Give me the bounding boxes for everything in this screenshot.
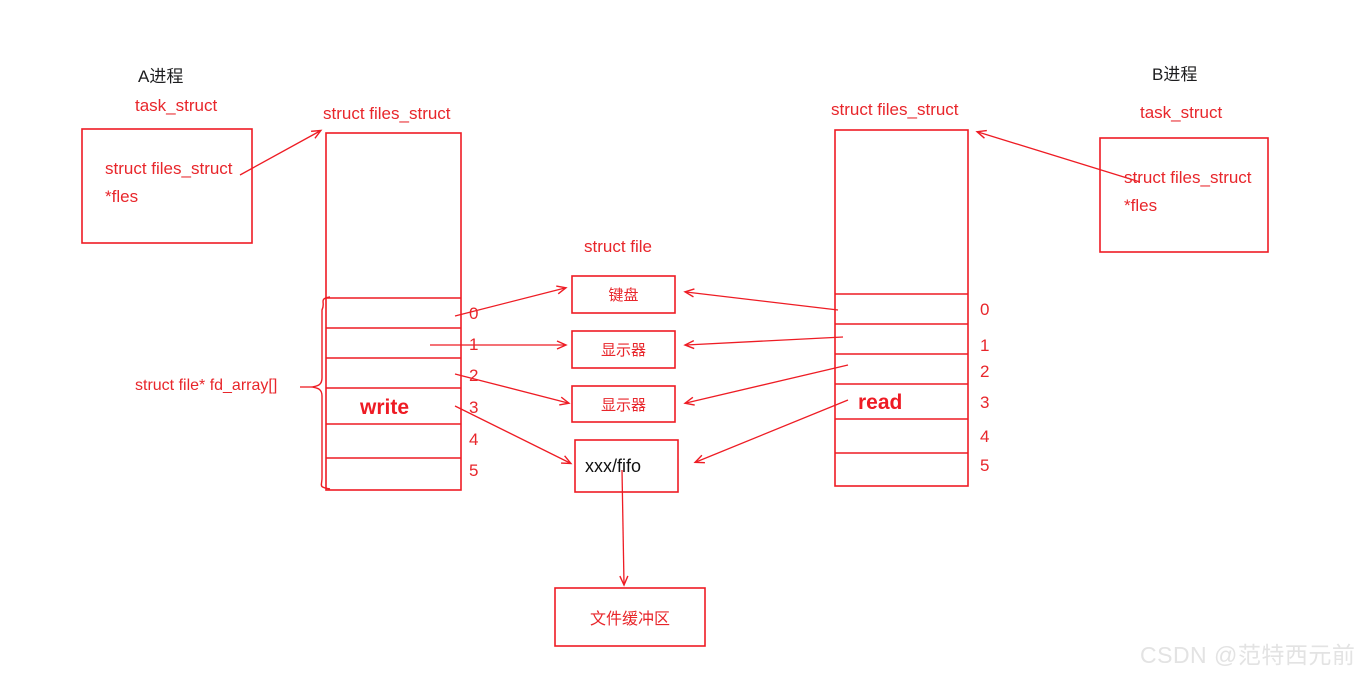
struct-file-label: struct file	[584, 237, 653, 256]
arrow-right-fd1-to-display1	[683, 336, 844, 350]
left-fd-index-4: 4	[469, 430, 479, 449]
right-fd-index-4: 4	[980, 427, 990, 446]
right-fd-index-1: 1	[980, 336, 990, 355]
arrow-right-fd3-to-fifo	[693, 399, 849, 464]
right-task-struct-box	[1099, 137, 1269, 253]
right-fd-index-3: 3	[980, 393, 990, 412]
arrow-right-fd2-to-display2	[683, 364, 849, 406]
file-label-fifo: xxx/fifo	[585, 455, 642, 476]
left-fd-index-0: 0	[469, 304, 479, 323]
right-task-struct-line2: *fles	[1124, 196, 1158, 215]
left-fd-index-3: 3	[469, 398, 479, 417]
left-task-struct-box	[81, 128, 253, 244]
left-fd-index-2: 2	[469, 366, 479, 385]
file-buffer-label: 文件缓冲区	[589, 611, 670, 628]
file-label-display-1: 显示器	[600, 342, 646, 359]
right-fd-index-5: 5	[980, 456, 990, 475]
right-task-struct-label: task_struct	[1140, 103, 1223, 122]
right-files-struct-box	[834, 129, 969, 487]
left-op-label-write: write	[360, 396, 410, 419]
left-fd-index-5: 5	[469, 461, 479, 480]
arrow-left-taskstruct-to-filesstruct	[239, 129, 323, 176]
left-files-struct-label: struct files_struct	[323, 104, 451, 123]
right-fd-index-0: 0	[980, 300, 990, 319]
right-process-title: B进程	[1152, 65, 1198, 84]
left-fd-index-1: 1	[469, 335, 479, 354]
right-op-label-read: read	[858, 391, 903, 414]
arrow-right-fd0-to-keyboard	[683, 288, 839, 311]
file-label-display-2: 显示器	[600, 396, 646, 414]
right-files-struct-label: struct files_struct	[831, 100, 959, 119]
csdn-watermark: CSDN @范特西元前	[1140, 642, 1356, 668]
file-label-keyboard: 键盘	[608, 287, 639, 304]
left-fd-array-brace	[311, 296, 331, 490]
right-fd-index-2: 2	[980, 362, 990, 381]
left-task-struct-label: task_struct	[135, 96, 218, 115]
left-task-struct-line2: *fles	[105, 187, 139, 206]
arrow-right-taskstruct-to-filesstruct	[975, 129, 1141, 183]
left-process-title: A进程	[138, 67, 184, 86]
right-task-struct-line1: struct files_struct	[1124, 168, 1252, 187]
left-task-struct-line1: struct files_struct	[105, 159, 233, 178]
left-files-struct-box	[325, 132, 462, 491]
left-fd-array-label: struct file* fd_array[]	[135, 377, 278, 394]
